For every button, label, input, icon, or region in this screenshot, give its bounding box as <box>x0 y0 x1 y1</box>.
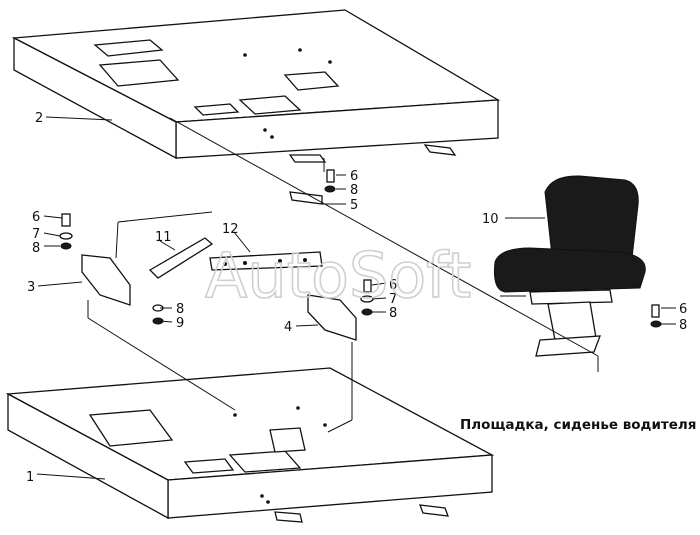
strap-11 <box>148 237 214 279</box>
watermark: AutoSoft <box>205 239 471 312</box>
callout-6-right: 6 <box>679 302 687 317</box>
lower-platform <box>5 367 495 523</box>
callout-9: 9 <box>176 316 184 331</box>
callout-7-left: 7 <box>32 227 40 242</box>
bracket-3 <box>81 254 131 306</box>
callout-8-left: 8 <box>32 241 40 256</box>
driver-seat <box>494 175 646 357</box>
callout-12: 12 <box>222 222 239 237</box>
upper-platform <box>11 9 501 163</box>
callout-1: 1 <box>26 470 34 485</box>
callout-8-right: 8 <box>679 318 687 333</box>
callout-8-upper: 8 <box>350 183 358 198</box>
callout-6-middle: 6 <box>389 278 397 293</box>
bar-12 <box>209 251 323 271</box>
callout-8-bracket: 8 <box>176 302 184 317</box>
callout-6-left: 6 <box>32 210 40 225</box>
callout-2: 2 <box>35 111 43 126</box>
callout-4: 4 <box>284 320 292 335</box>
bracket-4 <box>307 294 357 341</box>
callout-7-middle: 7 <box>389 292 397 307</box>
callouts: 1 2 3 4 5 6 6 6 6 7 7 8 8 8 8 8 9 10 11 … <box>26 111 687 485</box>
callout-6-upper: 6 <box>350 169 358 184</box>
callout-3: 3 <box>27 280 35 295</box>
callout-5: 5 <box>350 198 358 213</box>
callout-10: 10 <box>482 212 499 227</box>
callout-11: 11 <box>155 230 172 245</box>
leader-lines <box>36 116 676 480</box>
fasteners <box>59 169 662 328</box>
callout-8-middle: 8 <box>389 306 397 321</box>
diagram-caption: Площадка, сиденье водителя <box>460 417 696 433</box>
